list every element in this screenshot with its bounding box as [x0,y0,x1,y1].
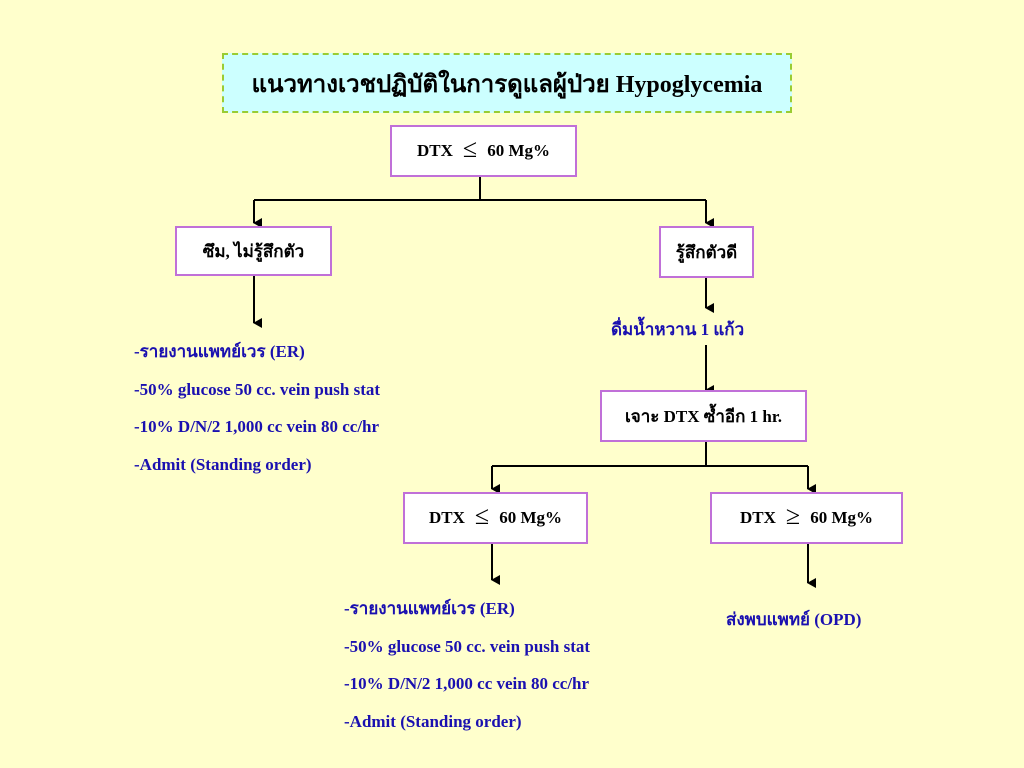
high-action-text: ส่งพบแพทย์ (OPD) [726,610,862,629]
list-item: -10% D/N/2 1,000 cc vein 80 cc/hr [134,417,380,437]
left-actions-list: -รายงานแพทย์เวร (ER) -50% glucose 50 cc.… [134,340,380,491]
low-dtx-label: DTX [429,508,465,527]
title-text: แนวทางเวชปฏิบัติในการดูแลผู้ป่วย Hypogly… [251,71,763,98]
high-dtx-symbol: ≥ [785,501,801,530]
list-item: -Admit (Standing order) [134,455,312,475]
list-item: -Admit (Standing order) [344,712,522,732]
list-item: -50% glucose 50 cc. vein push stat [134,379,381,399]
drink-step-text: ดื่มน้ำหวาน 1 แก้ว [611,320,745,339]
low-dtx-value: 60 Mg% [499,508,562,527]
low-actions-list: -รายงานแพทย์เวร (ER) -50% glucose 50 cc.… [344,597,590,748]
high-dtx-value: 60 Mg% [810,508,873,527]
list-item: -10% D/N/2 1,000 cc vein 80 cc/hr [344,674,590,694]
left-branch-label: ซึม, ไม่รู้สึกตัว [202,241,305,261]
recheck-box: เจาะ DTX ซ้ำอีก 1 hr. [600,390,807,442]
list-item: -รายงานแพทย์เวร (ER) [344,599,515,618]
root-dtx-symbol: ≤ [462,134,478,163]
root-dtx-box: DTX ≤ 60 Mg% [390,125,577,177]
list-item: -รายงานแพทย์เวร (ER) [134,342,305,361]
high-dtx-box: DTX ≥ 60 Mg% [710,492,903,544]
low-dtx-symbol: ≤ [474,501,490,530]
right-branch-label: รู้สึกตัวดี [675,242,738,262]
left-branch-box: ซึม, ไม่รู้สึกตัว [175,226,332,276]
title-box: แนวทางเวชปฏิบัติในการดูแลผู้ป่วย Hypogly… [222,53,792,113]
root-dtx-label: DTX [417,141,453,160]
list-item: -50% glucose 50 cc. vein push stat [344,636,591,656]
high-dtx-label: DTX [740,508,776,527]
root-dtx-value: 60 Mg% [487,141,550,160]
right-branch-box: รู้สึกตัวดี [659,226,754,278]
recheck-label: เจาะ DTX ซ้ำอีก 1 hr. [624,406,783,426]
low-dtx-box: DTX ≤ 60 Mg% [403,492,588,544]
